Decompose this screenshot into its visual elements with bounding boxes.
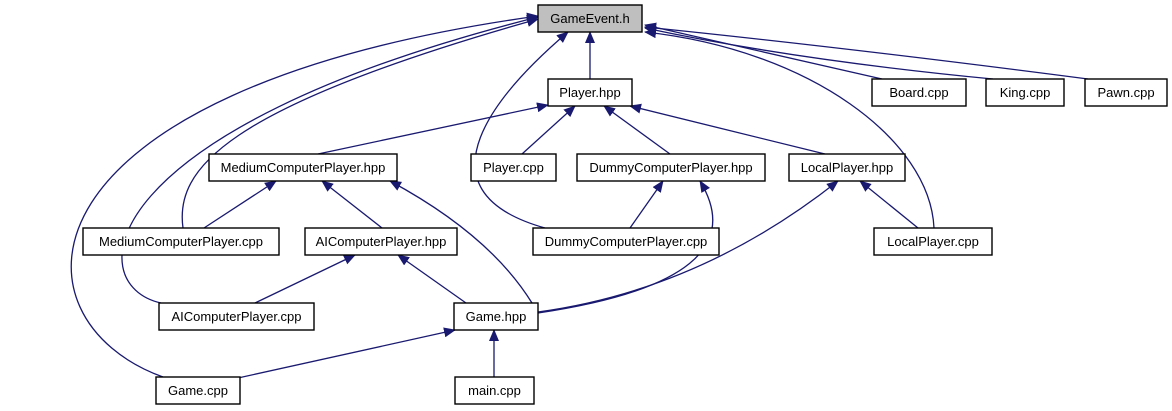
node-label: DummyComputerPlayer.cpp bbox=[545, 234, 708, 249]
node-box[interactable] bbox=[871, 78, 967, 107]
node-label: GameEvent.h bbox=[550, 11, 630, 26]
edge-line bbox=[521, 105, 576, 155]
edge-pawn_cpp-to-gameevent_h bbox=[644, 23, 1089, 80]
node-king-cpp[interactable]: King.cpp bbox=[985, 78, 1065, 107]
node-box[interactable] bbox=[576, 153, 766, 182]
edge-ai_cpp-to-gameevent_h bbox=[121, 14, 539, 304]
edge-line bbox=[70, 12, 539, 378]
node-box[interactable] bbox=[873, 227, 993, 256]
node-label: DummyComputerPlayer.hpp bbox=[589, 160, 752, 175]
edge-line bbox=[644, 25, 994, 80]
node-player-hpp[interactable]: Player.hpp bbox=[547, 78, 633, 107]
node-box[interactable] bbox=[82, 227, 280, 256]
edge-game_cpp-to-gameevent_h bbox=[70, 12, 539, 378]
edge-line bbox=[537, 180, 714, 314]
node-board-cpp[interactable]: Board.cpp bbox=[871, 78, 967, 107]
node-box[interactable] bbox=[454, 376, 535, 405]
edge-local_hpp-to-player_hpp bbox=[629, 103, 826, 155]
edge-line bbox=[629, 180, 664, 229]
edge-line bbox=[629, 103, 826, 155]
node-gameevent-h[interactable]: GameEvent.h bbox=[537, 4, 643, 33]
node-medium-hpp[interactable]: MediumComputerPlayer.hpp bbox=[208, 153, 398, 182]
edge-line bbox=[389, 180, 533, 304]
node-box[interactable] bbox=[532, 227, 720, 256]
edge-ai_hpp-to-medium_hpp bbox=[321, 180, 383, 229]
node-game-hpp[interactable]: Game.hpp bbox=[453, 302, 539, 331]
edge-ai_cpp-to-ai_hpp bbox=[254, 254, 356, 304]
node-box[interactable] bbox=[537, 4, 643, 33]
node-label: Game.cpp bbox=[168, 383, 228, 398]
edge-local_cpp-to-gameevent_h bbox=[644, 28, 935, 229]
node-dummy-cpp[interactable]: DummyComputerPlayer.cpp bbox=[532, 227, 720, 256]
node-label: AIComputerPlayer.cpp bbox=[171, 309, 301, 324]
edge-dummy_cpp-to-dummy_hpp bbox=[629, 180, 664, 229]
node-label: main.cpp bbox=[468, 383, 521, 398]
node-label: AIComputerPlayer.hpp bbox=[316, 234, 447, 249]
node-game-cpp[interactable]: Game.cpp bbox=[155, 376, 241, 405]
node-box[interactable] bbox=[1084, 78, 1168, 107]
node-player-cpp[interactable]: Player.cpp bbox=[470, 153, 557, 182]
edge-dummy_hpp-to-player_hpp bbox=[603, 105, 671, 155]
edge-line bbox=[474, 31, 569, 229]
node-label: Pawn.cpp bbox=[1097, 85, 1154, 100]
edge-king_cpp-to-gameevent_h bbox=[644, 25, 994, 80]
edge-line bbox=[644, 22, 883, 80]
edge-local_cpp-to-local_hpp bbox=[859, 180, 919, 229]
node-box[interactable] bbox=[985, 78, 1065, 107]
edge-line bbox=[321, 180, 383, 229]
node-local-hpp[interactable]: LocalPlayer.hpp bbox=[788, 153, 906, 182]
node-box[interactable] bbox=[788, 153, 906, 182]
edge-game_hpp-to-local_hpp bbox=[537, 180, 839, 313]
node-box[interactable] bbox=[155, 376, 241, 405]
node-local-cpp[interactable]: LocalPlayer.cpp bbox=[873, 227, 993, 256]
edge-line bbox=[237, 327, 456, 379]
edge-medium_cpp-to-gameevent_h bbox=[181, 17, 539, 229]
node-box[interactable] bbox=[453, 302, 539, 331]
edge-line bbox=[859, 180, 919, 229]
edge-medium_hpp-to-player_hpp bbox=[317, 102, 549, 155]
node-box[interactable] bbox=[304, 227, 458, 256]
node-label: Player.cpp bbox=[483, 160, 544, 175]
node-medium-cpp[interactable]: MediumComputerPlayer.cpp bbox=[82, 227, 280, 256]
edge-line bbox=[537, 180, 839, 313]
edge-medium_cpp-to-medium_hpp bbox=[203, 180, 277, 229]
node-label: Player.hpp bbox=[559, 85, 620, 100]
node-label: LocalPlayer.hpp bbox=[801, 160, 894, 175]
edge-game_hpp-to-ai_hpp bbox=[397, 254, 467, 304]
node-dummy-hpp[interactable]: DummyComputerPlayer.hpp bbox=[576, 153, 766, 182]
edge-game_hpp-to-medium_hpp bbox=[389, 180, 533, 304]
node-label: King.cpp bbox=[1000, 85, 1051, 100]
edge-layer bbox=[70, 12, 1089, 379]
node-box[interactable] bbox=[470, 153, 557, 182]
node-box[interactable] bbox=[547, 78, 633, 107]
edge-board_cpp-to-gameevent_h bbox=[644, 22, 883, 80]
edge-line bbox=[203, 180, 277, 229]
edge-line bbox=[254, 254, 356, 304]
node-label: MediumComputerPlayer.hpp bbox=[221, 160, 386, 175]
edge-game_cpp-to-game_hpp bbox=[237, 327, 456, 379]
edge-line bbox=[121, 14, 539, 304]
node-ai-hpp[interactable]: AIComputerPlayer.hpp bbox=[304, 227, 458, 256]
node-label: MediumComputerPlayer.cpp bbox=[99, 234, 263, 249]
edge-game_hpp-to-dummy_hpp bbox=[537, 180, 714, 314]
edge-line bbox=[603, 105, 671, 155]
node-ai-cpp[interactable]: AIComputerPlayer.cpp bbox=[158, 302, 315, 331]
node-box[interactable] bbox=[158, 302, 315, 331]
edge-line bbox=[317, 102, 549, 155]
node-main-cpp[interactable]: main.cpp bbox=[454, 376, 535, 405]
edge-line bbox=[644, 28, 935, 229]
node-label: Game.hpp bbox=[466, 309, 527, 324]
node-label: Board.cpp bbox=[889, 85, 948, 100]
node-label: LocalPlayer.cpp bbox=[887, 234, 979, 249]
edge-player_cpp-to-player_hpp bbox=[521, 105, 576, 155]
edge-line bbox=[644, 23, 1089, 80]
node-pawn-cpp[interactable]: Pawn.cpp bbox=[1084, 78, 1168, 107]
edge-line bbox=[181, 17, 539, 229]
edge-line bbox=[397, 254, 467, 304]
edge-dummy_cpp-to-gameevent_h bbox=[474, 31, 569, 229]
node-box[interactable] bbox=[208, 153, 398, 182]
